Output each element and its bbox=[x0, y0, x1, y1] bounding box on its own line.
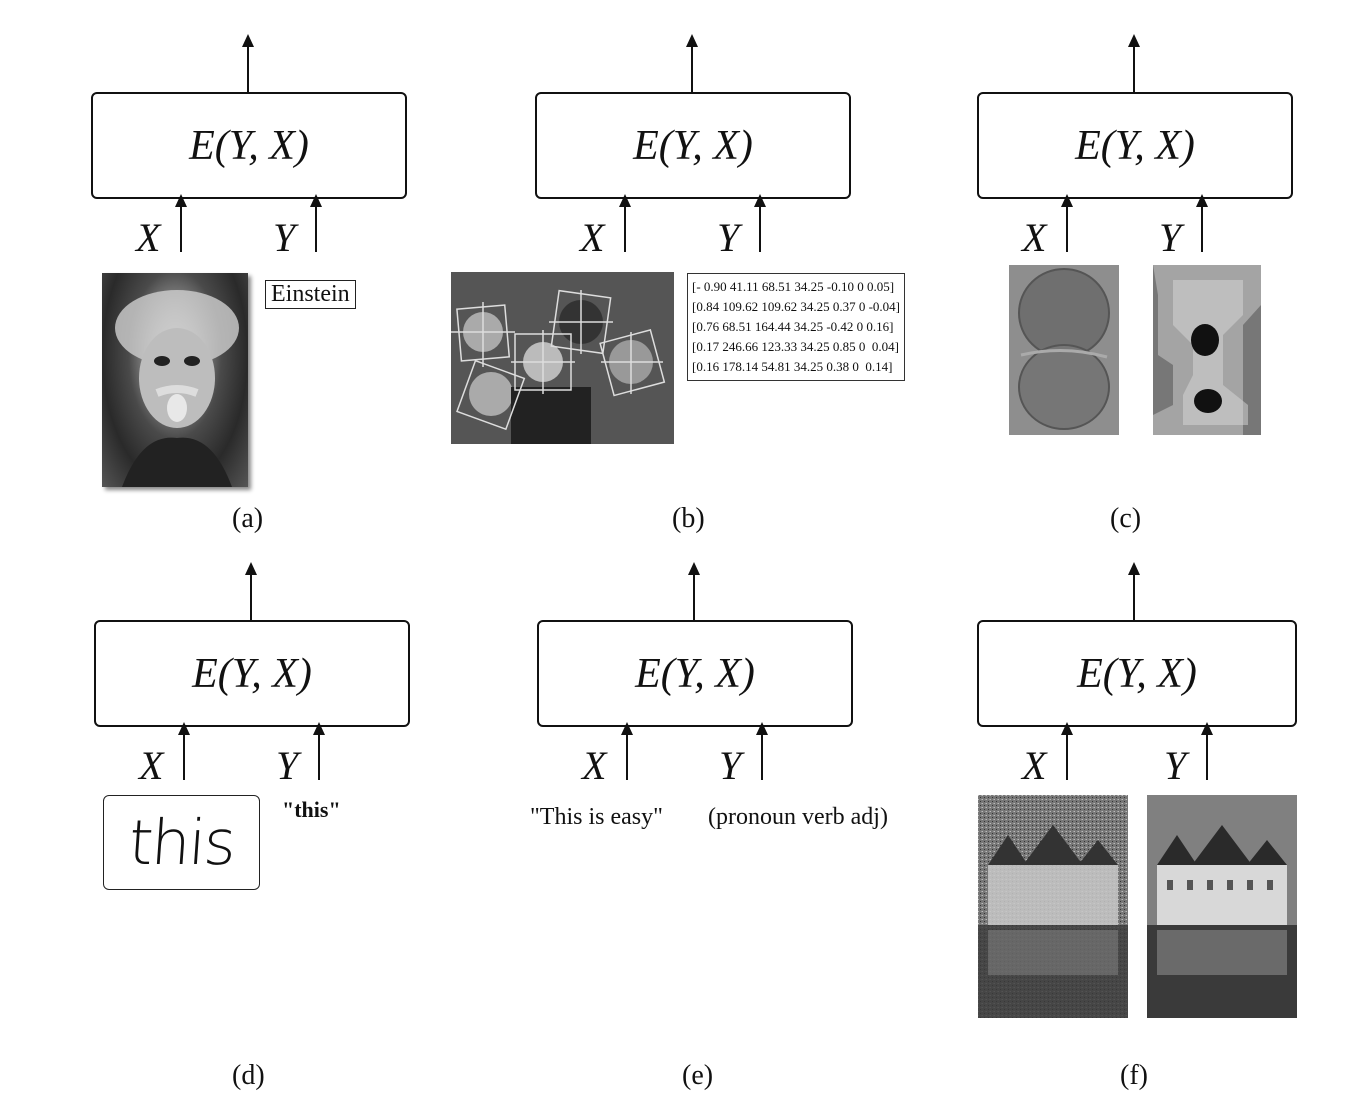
group-faces-photo bbox=[451, 272, 674, 444]
x-input-arrow bbox=[178, 722, 190, 780]
y-variable: Y bbox=[717, 215, 740, 260]
sentence-text: "This is easy" bbox=[530, 804, 663, 830]
x-input-arrow bbox=[1061, 194, 1073, 252]
y-variable: Y bbox=[719, 743, 742, 788]
x-variable: X bbox=[1022, 743, 1047, 788]
energy-box: E(Y, X) bbox=[91, 92, 407, 199]
word-label: "this" bbox=[282, 797, 341, 822]
energy-box: E(Y, X) bbox=[535, 92, 851, 199]
x-variable: X bbox=[139, 743, 164, 788]
caption-b: (b) bbox=[672, 503, 705, 534]
output-arrow bbox=[242, 34, 254, 94]
output-arrow bbox=[686, 34, 698, 94]
einstein-photo bbox=[102, 273, 248, 487]
energy-label: E(Y, X) bbox=[633, 122, 753, 169]
x-input-arrow bbox=[621, 722, 633, 780]
x-variable: X bbox=[582, 743, 607, 788]
energy-box: E(Y, X) bbox=[94, 620, 410, 727]
caption-c: (c) bbox=[1110, 503, 1142, 534]
caption-e: (e) bbox=[682, 1060, 714, 1091]
pose-vector-row: [- 0.90 41.11 68.51 34.25 -0.10 0 0.05] bbox=[692, 279, 895, 294]
y-input-arrow bbox=[1196, 194, 1208, 252]
handwriting-box: this bbox=[103, 795, 260, 890]
segmentation-image bbox=[1153, 265, 1261, 435]
energy-box: E(Y, X) bbox=[977, 92, 1293, 199]
output-arrow bbox=[245, 562, 257, 622]
output-arrow bbox=[1128, 562, 1140, 622]
handwritten-word: this bbox=[126, 805, 237, 879]
x-variable: X bbox=[580, 215, 605, 260]
energy-label: E(Y, X) bbox=[1075, 122, 1195, 169]
x-variable: X bbox=[136, 215, 161, 260]
caption-f: (f) bbox=[1120, 1060, 1148, 1091]
caption-a: (a) bbox=[232, 503, 264, 534]
y-variable: Y bbox=[276, 743, 299, 788]
y-variable: Y bbox=[1159, 215, 1182, 260]
x-input-arrow bbox=[1061, 722, 1073, 780]
energy-label: E(Y, X) bbox=[1077, 650, 1197, 697]
noisy-castle-photo bbox=[978, 795, 1128, 1018]
y-input-arrow bbox=[313, 722, 325, 780]
x-variable: X bbox=[1022, 215, 1047, 260]
output-arrow bbox=[1128, 34, 1140, 94]
x-input-arrow bbox=[175, 194, 187, 252]
output-arrow bbox=[688, 562, 700, 622]
y-input-arrow bbox=[1201, 722, 1213, 780]
pose-vector-row: [0.16 178.14 54.81 34.25 0.38 0 0.14] bbox=[692, 359, 893, 374]
energy-box: E(Y, X) bbox=[977, 620, 1297, 727]
pose-vector-row: [0.84 109.62 109.62 34.25 0.37 0 -0.04] bbox=[692, 299, 900, 314]
y-input-arrow bbox=[756, 722, 768, 780]
energy-box: E(Y, X) bbox=[537, 620, 853, 727]
pose-vector-list: [- 0.90 41.11 68.51 34.25 -0.10 0 0.05] [… bbox=[687, 273, 905, 381]
pose-vector-row: [0.17 246.66 123.33 34.25 0.85 0 0.04] bbox=[692, 339, 899, 354]
y-variable: Y bbox=[273, 215, 296, 260]
y-input-arrow bbox=[310, 194, 322, 252]
einstein-label: Einstein bbox=[265, 280, 356, 309]
denoised-castle-photo bbox=[1147, 795, 1297, 1018]
energy-label: E(Y, X) bbox=[635, 650, 755, 697]
y-variable: Y bbox=[1164, 743, 1187, 788]
energy-label: E(Y, X) bbox=[189, 122, 309, 169]
cell-image bbox=[1009, 265, 1119, 435]
x-input-arrow bbox=[619, 194, 631, 252]
y-input-arrow bbox=[754, 194, 766, 252]
pos-tags-text: (pronoun verb adj) bbox=[708, 804, 888, 830]
pose-vector-row: [0.76 68.51 164.44 34.25 -0.42 0 0.16] bbox=[692, 319, 894, 334]
caption-d: (d) bbox=[232, 1060, 265, 1091]
energy-label: E(Y, X) bbox=[192, 650, 312, 697]
